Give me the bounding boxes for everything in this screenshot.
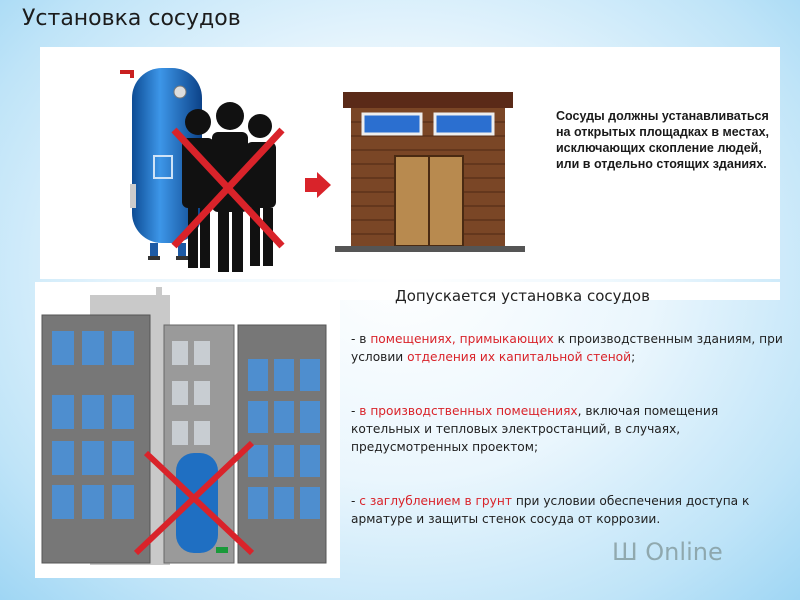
slide-title: Установка сосудов xyxy=(22,6,241,31)
cross-icon xyxy=(171,127,285,249)
shed-icon xyxy=(335,92,525,252)
list-item: - с заглублением в грунт при условии обе… xyxy=(351,494,750,526)
conditions-list: - в помещениях, примыкающих к производст… xyxy=(351,330,791,564)
arrow-right-icon xyxy=(305,172,331,198)
subtitle: Допускается установка сосудов xyxy=(395,287,650,305)
subtitle-panel xyxy=(340,282,780,300)
list-item: - в помещениях, примыкающих к производст… xyxy=(351,332,783,364)
watermark: Ш Online xyxy=(612,538,723,566)
top-description: Сосуды должны устанавливаться на открыты… xyxy=(556,109,770,171)
list-item: - в производственных помещениях, включая… xyxy=(351,404,719,454)
buildings-icon xyxy=(41,287,327,565)
